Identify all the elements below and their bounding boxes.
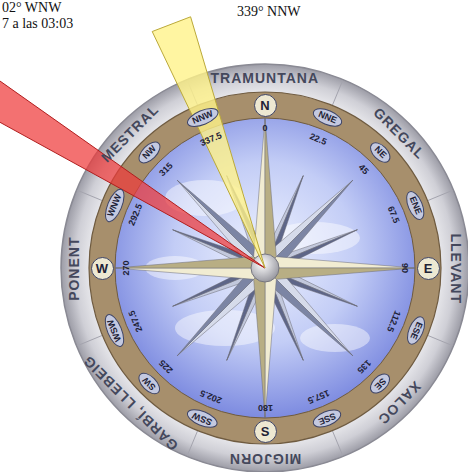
star-point (265, 268, 415, 279)
band-divider (187, 431, 197, 456)
degree-number: 180 (258, 402, 273, 412)
cardinal-badge: S (254, 420, 277, 443)
direction-badge: SE (366, 369, 394, 397)
degree-number: 112.5 (385, 309, 403, 333)
badge-shape (404, 314, 428, 346)
wind-name: PONENT (67, 236, 82, 300)
badge-shape (185, 105, 220, 130)
direction-badge: NW (135, 138, 165, 168)
degree-number: 90 (399, 263, 409, 273)
time-label: 7 a las 03:03 (2, 16, 73, 31)
cardinal-badge: N (254, 94, 277, 117)
badge-shape (101, 312, 127, 349)
direction-badge: SSW (185, 405, 221, 431)
reading-label: 339° NNW (237, 4, 301, 19)
badge-shape (185, 406, 219, 431)
band-divider (428, 335, 453, 345)
direction-label: NE (368, 139, 394, 165)
badge-shape (136, 139, 164, 167)
degree-number: 157.5 (306, 387, 331, 405)
star-point (115, 257, 265, 268)
degree-number: 45 (356, 163, 370, 177)
degree-number: 337.5 (199, 131, 224, 149)
direction-badge: SW (135, 369, 164, 398)
degree-number: 292.5 (127, 202, 145, 227)
badge-shape (136, 369, 164, 397)
wind-name: LLEVANT (447, 233, 462, 304)
star-point (254, 268, 265, 418)
star-point (265, 180, 353, 268)
star-point (265, 268, 353, 356)
direction-badge: NNE (310, 105, 344, 131)
degree-number: 247.5 (127, 309, 145, 334)
degree-number: 0 (263, 124, 268, 134)
band-divider (332, 80, 342, 105)
badge-shape (254, 420, 276, 442)
degree-number: 315 (158, 161, 176, 179)
badge-shape (367, 139, 394, 166)
reading-label: 02° WNW (2, 0, 61, 15)
direction-badge: NE (366, 139, 394, 167)
direction-label: S (254, 420, 277, 438)
star-point (177, 268, 265, 356)
star-point (177, 268, 265, 356)
star-point (265, 118, 276, 268)
star-point (265, 268, 353, 356)
direction-badge: WNW (101, 186, 128, 225)
badge-shape (91, 257, 113, 279)
badge-shape (254, 94, 276, 116)
direction-label: E (417, 257, 440, 275)
direction-label: W (91, 257, 114, 275)
degree-number: 67.5 (385, 205, 401, 225)
star-point (265, 180, 353, 268)
band-divider (77, 335, 102, 345)
direction-badge: WSW (101, 311, 128, 349)
cardinal-badge: W (91, 257, 114, 280)
star-point (115, 268, 265, 279)
degree-number: 22.5 (308, 132, 328, 148)
direction-label: N (254, 94, 277, 112)
degree-number: 270 (121, 260, 131, 275)
direction-label: SSE (312, 409, 344, 432)
badge-shape (403, 189, 427, 222)
wind-name: MIGJORN (229, 451, 301, 466)
direction-badge: ESE (403, 314, 428, 347)
degree-number: 202.5 (199, 387, 224, 405)
star-point (265, 268, 276, 418)
degree-number: 225 (158, 357, 176, 375)
wind-pointer-yellow (152, 17, 265, 268)
badge-shape (101, 187, 127, 224)
badge-shape (367, 370, 393, 396)
wind-name: TRAMUNTANA (211, 71, 320, 86)
badge-shape (311, 105, 344, 129)
band-divider (77, 190, 102, 200)
badge-shape (417, 257, 439, 279)
star-point (265, 257, 415, 268)
direction-badge: ENE (403, 189, 429, 223)
cardinal-badge: E (417, 257, 440, 280)
badge-shape (311, 407, 343, 431)
band-divider (332, 431, 342, 456)
degree-number: 135 (354, 357, 372, 375)
direction-badge: NNW (184, 104, 221, 131)
direction-label: SE (369, 372, 394, 397)
band-divider (428, 190, 453, 200)
direction-badge: SSE (311, 406, 344, 431)
